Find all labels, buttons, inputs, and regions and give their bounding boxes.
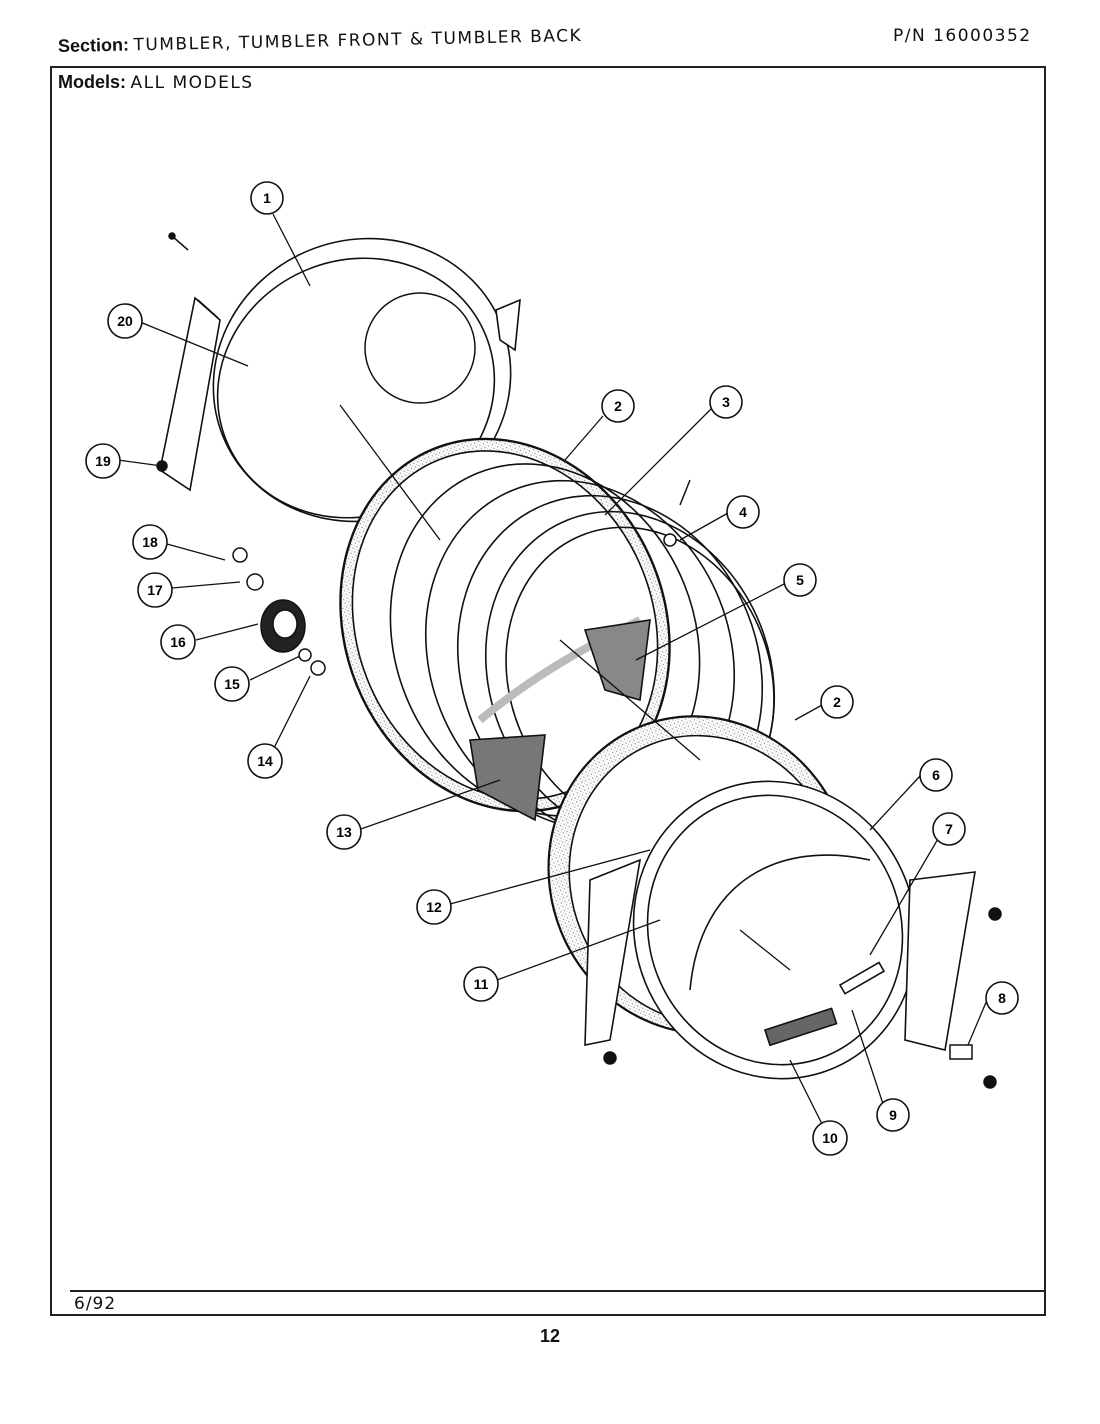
part-number: P/N 16000352 [893,26,1032,46]
svg-text:3: 3 [722,394,730,410]
callout-9: 9 [876,1098,910,1132]
svg-text:13: 13 [336,824,352,840]
svg-text:5: 5 [796,572,804,588]
svg-text:18: 18 [142,534,158,550]
svg-text:20: 20 [117,313,133,329]
page-number: 12 [540,1326,561,1346]
svg-text:11: 11 [474,976,489,992]
svg-text:16: 16 [170,634,186,650]
callout-6: 6 [919,758,953,792]
svg-text:19: 19 [95,453,111,469]
tumbler-front [584,780,976,1080]
date-code: 6/92 [74,1294,117,1314]
svg-text:2: 2 [833,694,841,710]
models-value: ALL MODELS [130,73,254,93]
svg-text:10: 10 [822,1130,838,1146]
screw-top-left [168,232,189,251]
svg-text:14: 14 [257,753,273,769]
callout-3: 3 [709,385,743,419]
tumbler-drum [339,437,776,842]
callout-15: 15 [214,666,250,702]
callout-18: 18 [132,524,168,560]
models-row: Models: ALL MODELS [58,72,254,93]
svg-text:7: 7 [945,821,953,837]
callout-2-lower: 2 [820,685,854,719]
svg-text:15: 15 [224,676,240,692]
footer-divider [70,1290,1046,1292]
svg-text:1: 1 [263,190,271,206]
callout-14: 14 [247,743,283,779]
callout-5: 5 [783,563,817,597]
callout-1: 1 [250,181,284,215]
svg-text:17: 17 [147,582,163,598]
callout-4: 4 [726,495,760,529]
svg-text:6: 6 [932,767,940,783]
callout-12: 12 [416,889,452,925]
callout-8: 8 [985,981,1019,1015]
page-frame [50,66,1046,1316]
svg-text:8: 8 [998,990,1006,1006]
callout-17: 17 [137,572,173,608]
callout-10: 10 [812,1120,848,1156]
callout-16: 16 [160,624,196,660]
callout-2-upper: 2 [601,389,635,423]
callout-19: 19 [85,443,121,479]
svg-text:4: 4 [739,504,747,520]
leader-lines [117,213,988,1125]
callout-7: 7 [932,812,966,846]
callout-11: 11 [463,966,499,1002]
models-label: Models: [58,72,127,92]
callout-13: 13 [326,814,362,850]
svg-text:2: 2 [614,398,622,414]
svg-text:9: 9 [889,1107,897,1123]
small-hardware [156,460,1002,1089]
callout-20: 20 [107,303,143,339]
svg-text:12: 12 [426,899,442,915]
